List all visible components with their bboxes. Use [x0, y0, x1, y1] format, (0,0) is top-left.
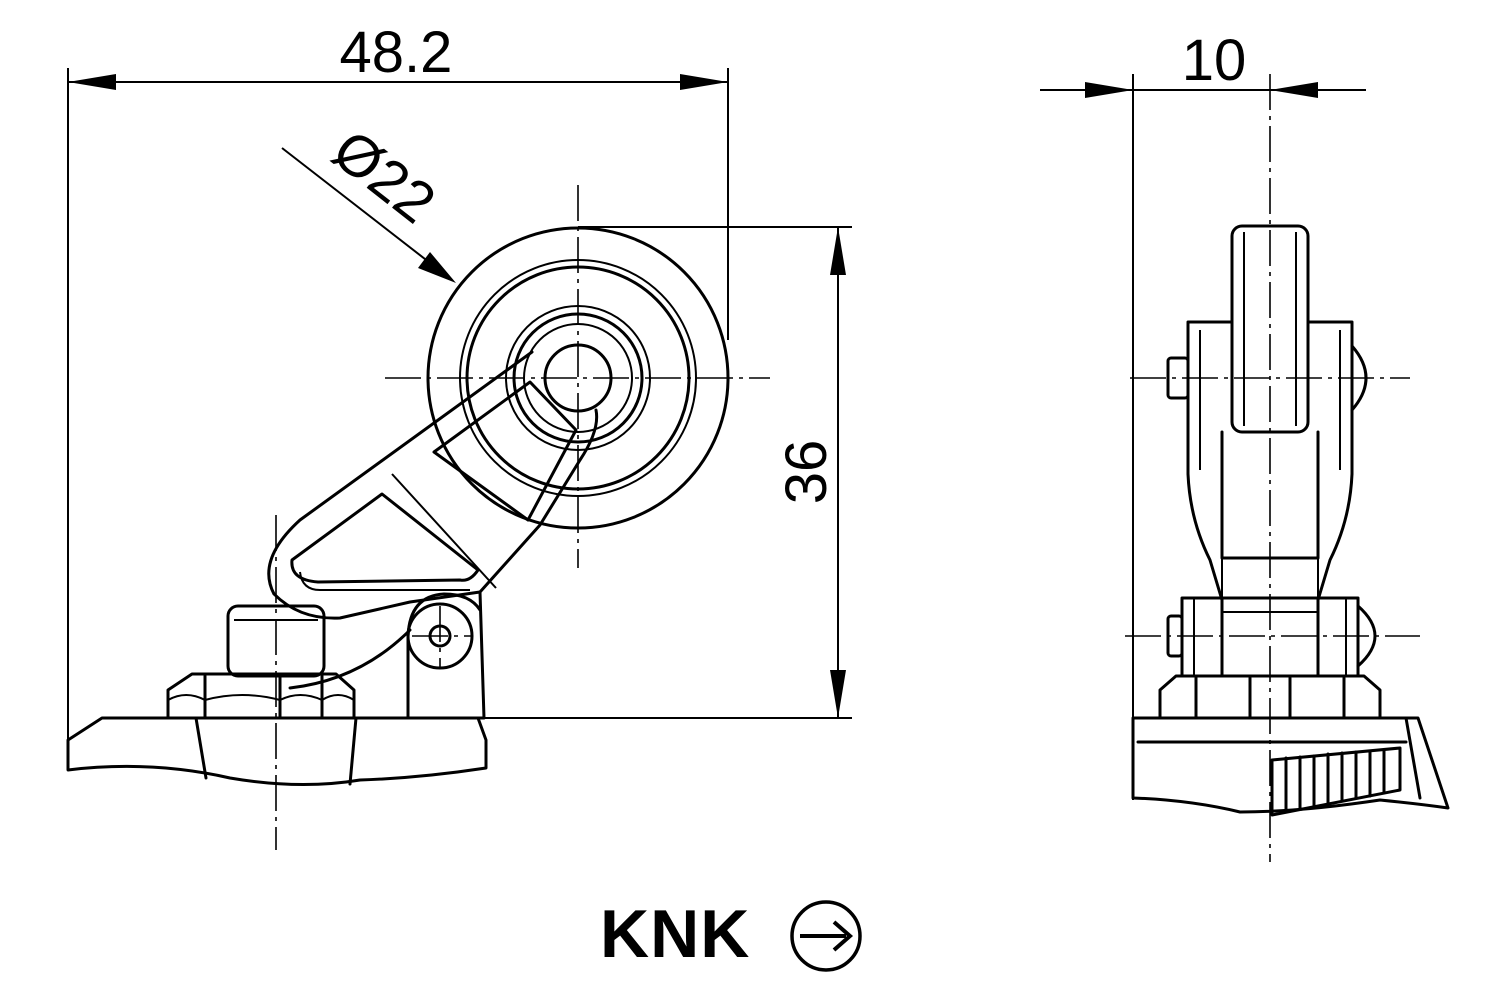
housing-ribs [1270, 746, 1402, 817]
pivot-block-side [1166, 596, 1377, 678]
housing-base [66, 716, 488, 787]
fork [1166, 320, 1368, 602]
housing-side [1131, 716, 1450, 817]
stud [226, 604, 326, 678]
lever-window-upper [432, 380, 578, 522]
dimension-roller-diameter: Ø22 [281, 117, 456, 283]
dimension-width-overall: 48.2 [67, 20, 729, 740]
dimension-label-height: 36 [774, 440, 839, 505]
roller-side [1230, 224, 1310, 434]
dimension-label-side-width: 10 [1182, 28, 1247, 93]
roller-wheel [426, 226, 730, 530]
pivot-bracket [288, 590, 486, 720]
dimension-width-side: 10 [1040, 28, 1366, 800]
arrow-right-circle-icon [790, 900, 862, 972]
side-view: 10 [1040, 28, 1450, 862]
front-view: 48.2 Ø22 36 [66, 20, 852, 850]
lever-arm [267, 350, 599, 620]
dimension-height-overall: 36 [480, 226, 852, 719]
caption-label: KNK [600, 896, 751, 972]
dimension-label-diameter: Ø22 [321, 117, 447, 236]
lever-window-lower [290, 492, 480, 584]
dimension-label-width: 48.2 [340, 20, 453, 85]
